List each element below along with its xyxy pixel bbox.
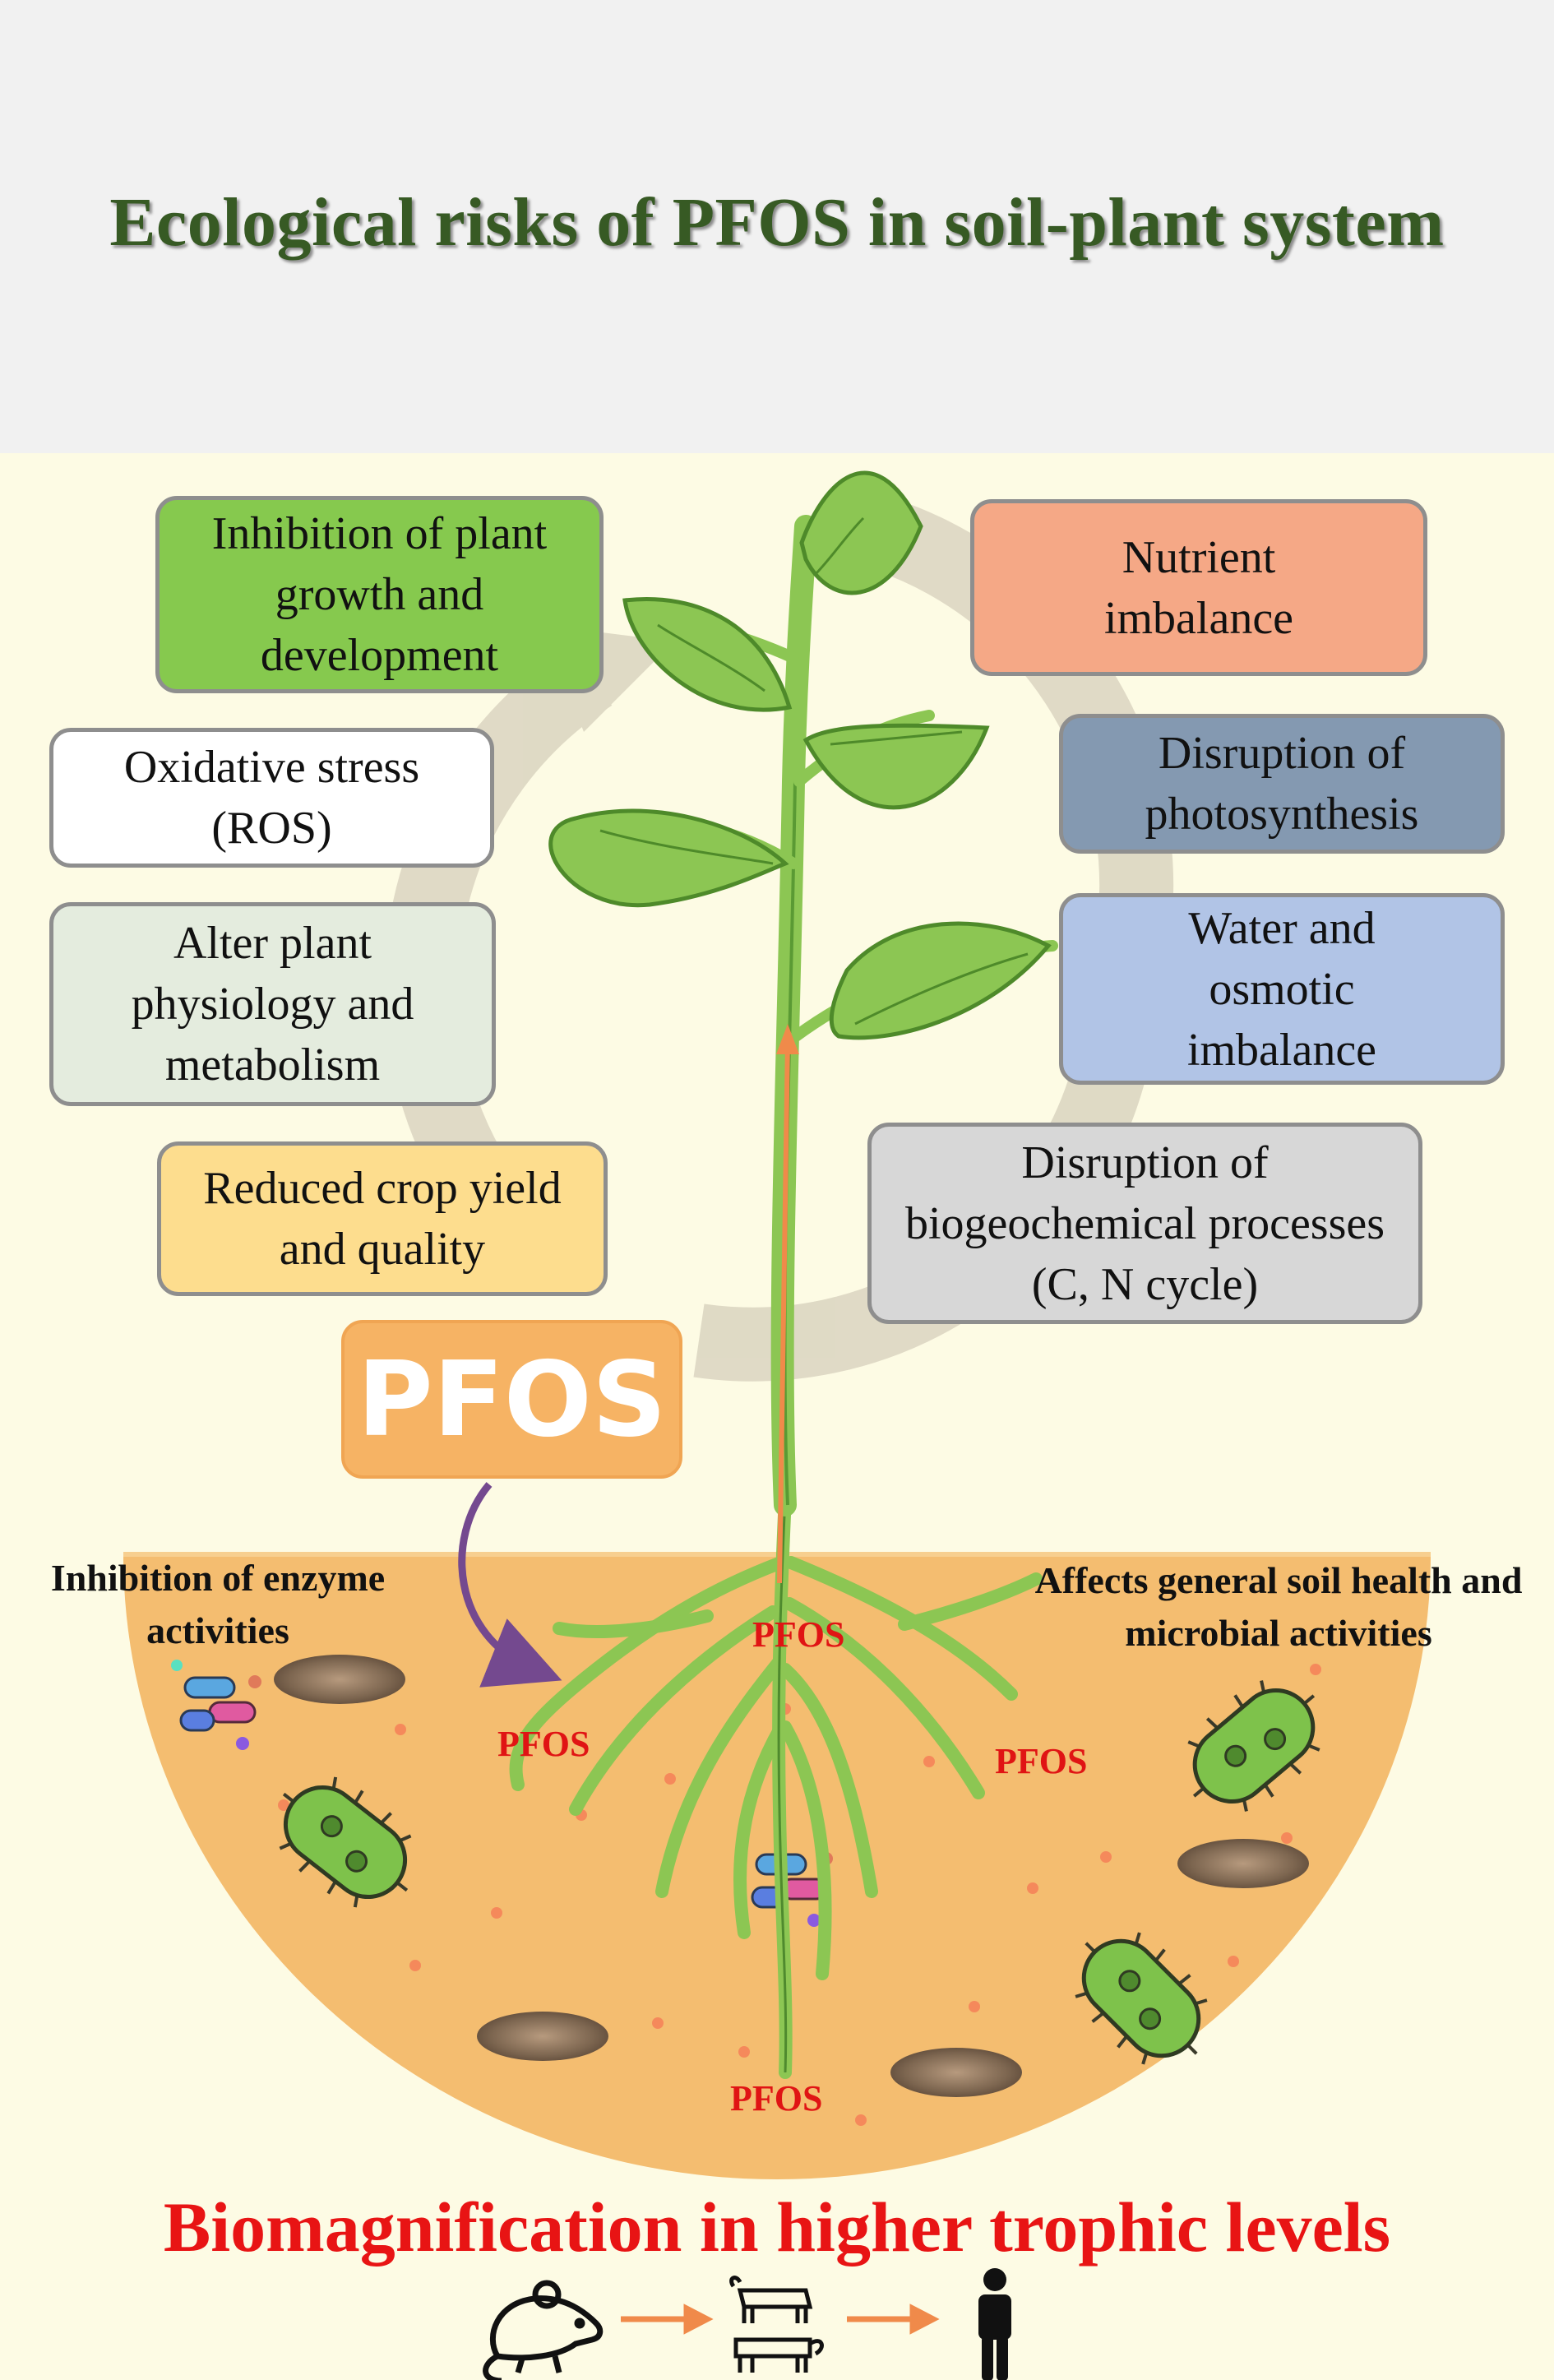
- box-nutrient-imbalance: Nutrient imbalance: [970, 499, 1427, 676]
- pfos-badge: PFOS: [341, 1320, 682, 1479]
- soil-clumps: [274, 1655, 1309, 2097]
- page-title: Ecological risks of PFOS in soil-plant s…: [109, 184, 1445, 261]
- biomagnification-heading: Biomagnification in higher trophic level…: [163, 2188, 1391, 2267]
- pfos-tag-left-root: PFOS: [497, 1724, 590, 1764]
- box-water-osmotic: Water and osmotic imbalance: [1059, 893, 1505, 1085]
- uptake-arrow: [777, 1040, 790, 1584]
- box-oxidative-stress: Oxidative stress (ROS): [49, 728, 494, 868]
- food-chain-arrows: [621, 2304, 940, 2335]
- plant-leaves: [548, 470, 1052, 1040]
- pfos-tag-right-root: PFOS: [995, 1741, 1088, 1781]
- pfos-tag-root-tip: PFOS: [730, 2078, 823, 2118]
- bacteria-icon: [1075, 1932, 1208, 2065]
- bacteria-icon: [279, 1776, 412, 1908]
- enzyme-icon: [171, 1660, 261, 1750]
- livestock-icon: [729, 2276, 824, 2373]
- box-inhibition-growth: Inhibition of plant growth and developme…: [155, 496, 604, 693]
- label-enzyme-inhibition: Inhibition of enzyme activities: [50, 1557, 386, 1651]
- box-plant-physiology: Alter plant physiology and metabolism: [49, 902, 496, 1106]
- pfos-tag-stem: PFOS: [752, 1614, 845, 1655]
- mouse-icon: [483, 2280, 604, 2380]
- label-soil-health: Affects general soil health and microbia…: [1034, 1559, 1523, 1654]
- human-icon: [978, 2268, 1011, 2380]
- box-photosynthesis: Disruption of photosynthesis: [1059, 714, 1505, 854]
- box-crop-yield: Reduced crop yield and quality: [157, 1141, 608, 1296]
- header-band: [0, 0, 1554, 453]
- bacteria-icon: [1187, 1680, 1320, 1812]
- box-biogeochemical: Disruption of biogeochemical processes (…: [867, 1123, 1422, 1324]
- pfos-entry-arrow: [458, 1482, 562, 1688]
